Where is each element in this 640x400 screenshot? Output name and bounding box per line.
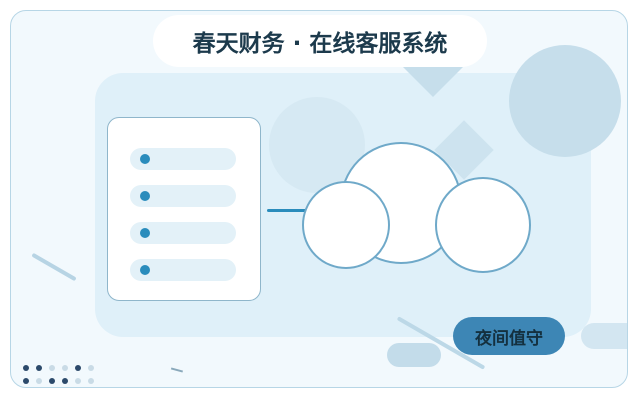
pattern-dot xyxy=(88,378,94,384)
large-circle-decoration xyxy=(509,45,621,157)
pattern-dot xyxy=(88,365,94,371)
pattern-dot xyxy=(36,365,42,371)
list-row xyxy=(130,148,236,170)
diagonal-line-decoration-left xyxy=(31,252,77,282)
page-title: 春天财务 · 在线客服系统 xyxy=(192,31,448,57)
cloud-lobe-left xyxy=(302,181,390,269)
list-row xyxy=(130,259,236,281)
pattern-dot xyxy=(62,365,68,371)
pill-decoration-bottom xyxy=(387,343,441,367)
bullet-dot-icon xyxy=(140,191,150,201)
list-row xyxy=(130,222,236,244)
bullet-dot-icon xyxy=(140,228,150,238)
list-row xyxy=(130,185,236,207)
pill-decoration-right xyxy=(581,323,627,349)
cloud-icon xyxy=(302,142,531,273)
list-card-illustration xyxy=(107,117,261,301)
triangle-decoration xyxy=(403,67,463,97)
bullet-dot-icon xyxy=(140,265,150,275)
pattern-dot xyxy=(75,378,81,384)
dash-decoration xyxy=(171,367,183,373)
night-shift-label: 夜间值守 xyxy=(475,328,543,349)
title-banner: 春天财务 · 在线客服系统 xyxy=(153,15,487,67)
pattern-dot xyxy=(75,365,81,371)
pattern-dot xyxy=(62,378,68,384)
pattern-dot xyxy=(49,378,55,384)
night-shift-badge: 夜间值守 xyxy=(453,317,565,355)
outer-frame: 春天财务 · 在线客服系统 夜间值守 xyxy=(10,10,628,388)
pattern-dot xyxy=(49,365,55,371)
cloud-lobe-right xyxy=(435,177,531,273)
connector-line-icon xyxy=(267,209,331,212)
bullet-dot-icon xyxy=(140,154,150,164)
pattern-dot xyxy=(36,378,42,384)
dot-pattern-decoration xyxy=(23,363,103,387)
pattern-dot xyxy=(23,378,29,384)
pattern-dot xyxy=(23,365,29,371)
